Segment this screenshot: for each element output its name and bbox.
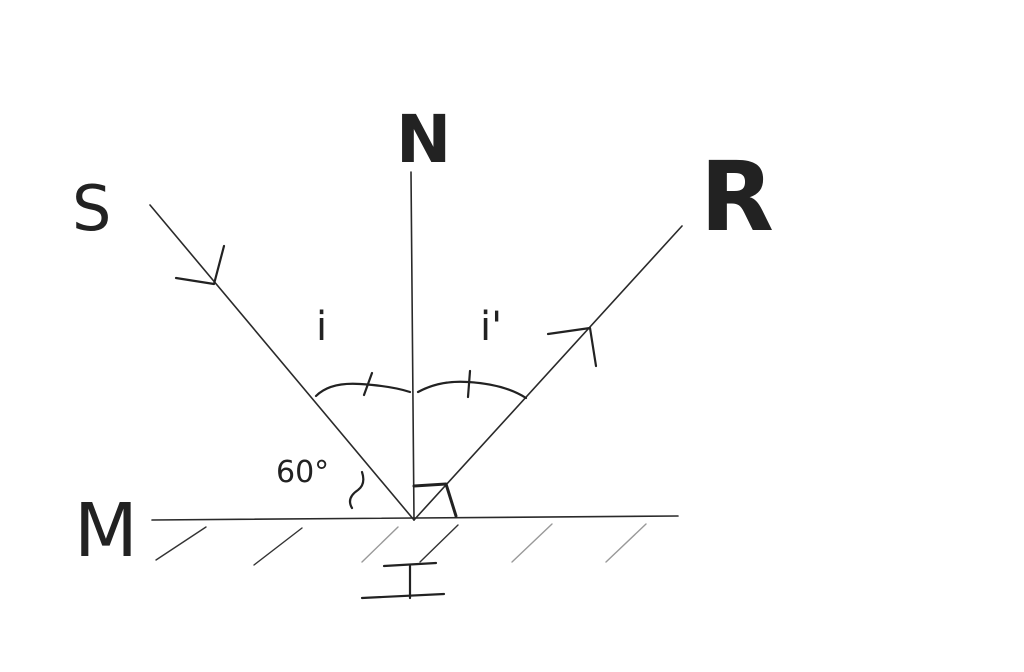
mirror-hatching <box>155 523 647 566</box>
source-label: S <box>72 172 111 245</box>
incidence-angle-label: i <box>316 304 327 350</box>
incidence-point-mark <box>360 561 446 600</box>
right-angle-mark <box>412 482 458 518</box>
reflection-angle-label: i' <box>480 304 502 350</box>
incident-ray <box>149 204 415 521</box>
mirror-label: M <box>74 488 138 574</box>
reflected-ray <box>413 225 683 521</box>
reflection-angle-brace <box>416 380 528 400</box>
normal-line <box>410 171 415 521</box>
incidence-angle-brace <box>314 382 412 398</box>
normal-label: N <box>396 101 451 178</box>
reflected-arrow <box>546 326 598 368</box>
given-angle-arc <box>348 470 365 510</box>
incident-arrow <box>174 244 226 286</box>
given-angle-label: 60° <box>276 455 329 490</box>
reflected-label: R <box>700 141 774 253</box>
